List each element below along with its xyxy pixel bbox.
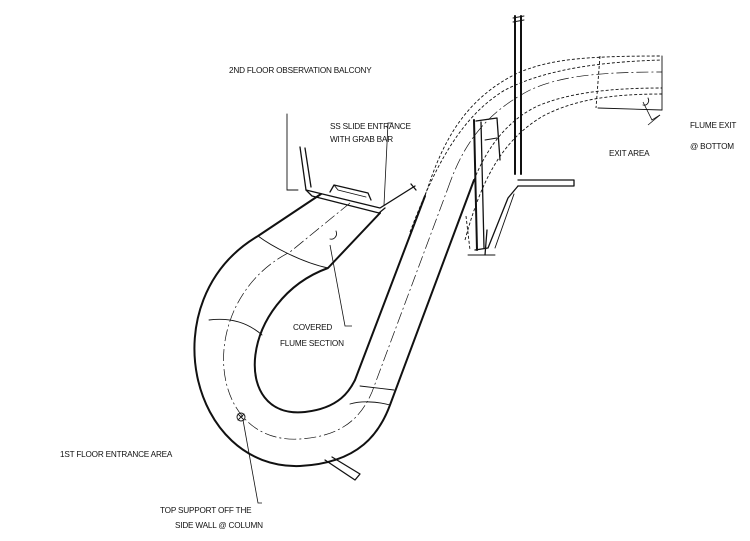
- balcony-wall: [286, 113, 299, 191]
- support-label-line2: SIDE WALL @ COLUMN: [175, 521, 263, 530]
- balcony-label: 2ND FLOOR OBSERVATION BALCONY: [229, 66, 372, 75]
- support-label-line1: TOP SUPPORT OFF THE: [160, 506, 252, 515]
- flume-exit-label-line1: FLUME EXIT: [690, 121, 736, 130]
- entrance-label-line1: SS SLIDE ENTRANCE: [330, 122, 412, 131]
- leader-lines: [242, 101, 661, 504]
- entrance-label-line2: WITH GRAB BAR: [330, 135, 393, 144]
- slide-entrance-platform: [299, 146, 417, 214]
- covered-label-line2: FLUME SECTION: [280, 339, 344, 348]
- support-column: [512, 15, 525, 175]
- support-marker-icon: [236, 412, 246, 422]
- exit-area-label: EXIT AREA: [609, 149, 650, 158]
- centerline-marker-icon: [329, 230, 337, 240]
- flume-exit-label-line2: @ BOTTOM: [690, 142, 734, 151]
- exit-landing-frame: [467, 117, 575, 256]
- covered-label-line1: COVERED: [293, 323, 332, 332]
- bottom-support-bracket: [324, 456, 361, 481]
- exit-centerline-marker-icon: [642, 97, 650, 106]
- first-floor-label: 1ST FLOOR ENTRANCE AREA: [60, 450, 173, 459]
- flume-tube: [193, 179, 475, 468]
